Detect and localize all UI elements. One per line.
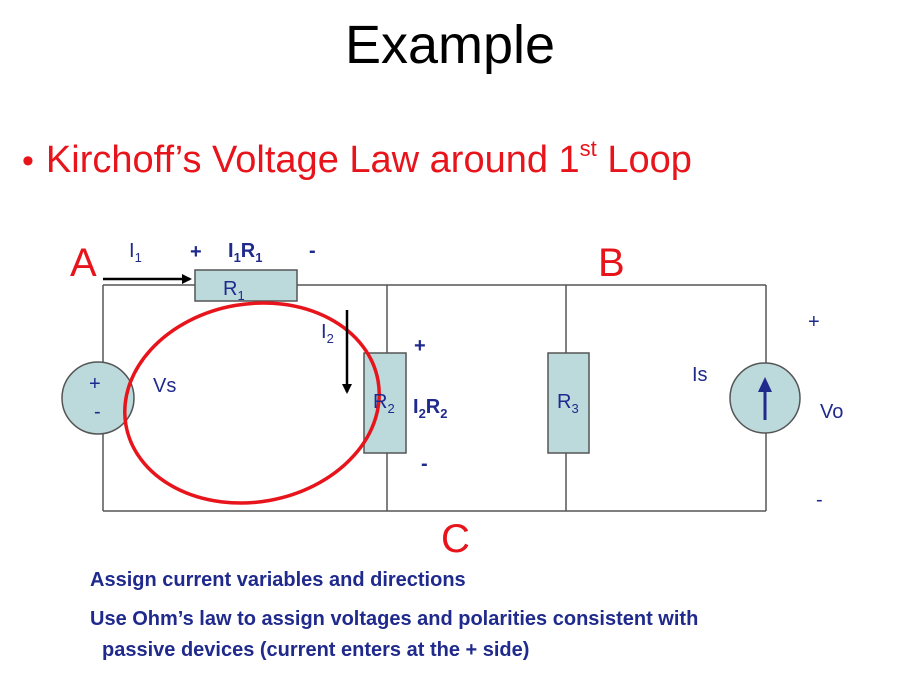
r1-plus-sign: + <box>190 241 202 263</box>
resistor-r2 <box>363 352 407 454</box>
bullet-text-end: Loop <box>596 139 692 181</box>
resistor-r2-label: R2 <box>373 391 395 416</box>
node-label-a: A <box>70 241 97 285</box>
r2-voltage-label: I2R2 <box>413 396 447 421</box>
voltage-source-vs <box>61 361 135 435</box>
resistor-r3 <box>547 352 590 454</box>
is-label: Is <box>692 364 708 386</box>
resistor-r3-label: R3 <box>557 391 579 416</box>
note-assign-currents: Assign current variables and directions <box>90 569 466 591</box>
vo-label: Vo <box>820 401 843 423</box>
slide-title: Example <box>344 15 556 75</box>
bullet-superscript: st <box>579 136 597 161</box>
r1-voltage-label: I1R1 <box>228 240 262 265</box>
bullet-point: • Kirchoff’s Voltage Law around 1st Loop <box>22 135 692 186</box>
circuit-wires <box>102 284 767 512</box>
vs-minus-sign: - <box>94 401 101 423</box>
bullet-text: Kirchoff’s Voltage Law around 1 <box>45 139 580 181</box>
vo-plus-sign: + <box>808 311 820 333</box>
note-ohms-law: Use Ohm’s law to assign voltages and pol… <box>90 608 699 630</box>
vs-label: Vs <box>153 375 176 397</box>
vs-plus-sign: + <box>89 373 101 395</box>
current-source-arrow-icon <box>758 377 772 420</box>
r1-minus-sign: - <box>309 240 316 262</box>
r2-plus-sign: + <box>414 335 426 357</box>
node-label-b: B <box>598 241 625 285</box>
bullet-dot-icon: • <box>22 142 34 180</box>
current-i1-label: I1 <box>129 240 142 265</box>
resistor-r1 <box>194 269 298 302</box>
current-i2-label: I2 <box>321 321 334 346</box>
loop-ellipse <box>123 301 381 505</box>
node-label-c: C <box>441 517 470 561</box>
r2-minus-sign: - <box>421 453 428 475</box>
resistor-r1-label: R1 <box>223 278 245 303</box>
note-ohms-law-continued: passive devices (current enters at the +… <box>102 639 530 661</box>
vo-minus-sign: - <box>816 489 823 511</box>
